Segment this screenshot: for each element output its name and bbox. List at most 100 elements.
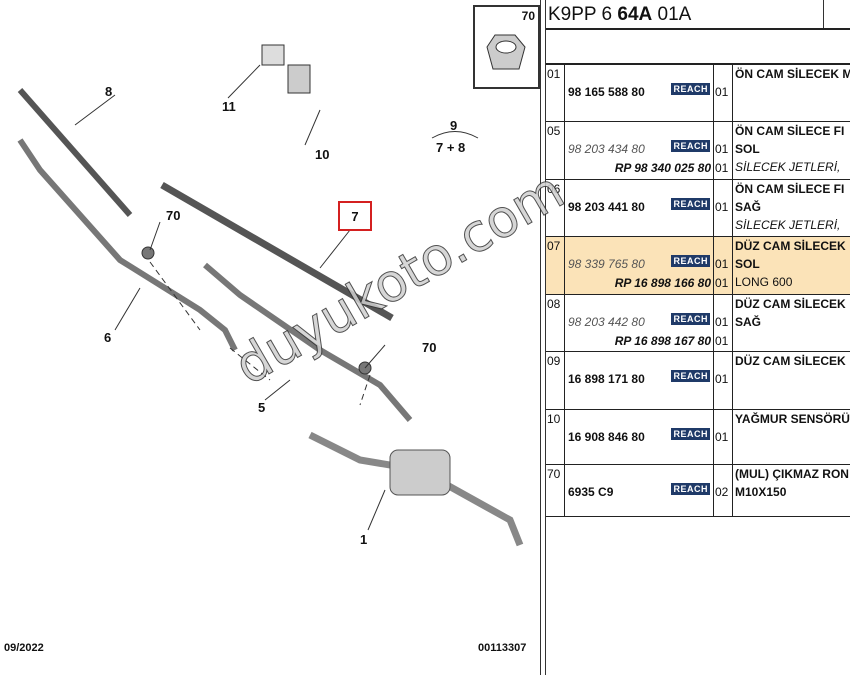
nut-thumbnail: 70 bbox=[473, 5, 540, 89]
description-line: SOL bbox=[735, 142, 760, 156]
part-number[interactable]: 98 203 434 80 bbox=[568, 142, 645, 156]
part-number-cell: 98 203 434 80 REACH RP 98 340 025 80 bbox=[565, 122, 714, 179]
part-number[interactable]: 6935 C9 bbox=[568, 485, 614, 499]
wiper-blade-7 bbox=[160, 181, 394, 322]
table-row[interactable]: 10 16 908 846 80 REACH 01 YAĞMUR SENSÖRÜ bbox=[546, 410, 850, 465]
callout-5: 5 bbox=[258, 400, 266, 415]
quantity-2: 01 bbox=[715, 276, 729, 290]
quantity: 02 bbox=[715, 485, 729, 499]
part-number-cell: 16 908 846 80 REACH bbox=[565, 410, 714, 464]
parts-diagram: 8 11 10 9 7 + 8 70 7 6 70 5 1 70 09/2022… bbox=[4, 5, 540, 654]
table-row[interactable]: 07 98 339 765 80 REACH RP 16 898 166 80 … bbox=[546, 237, 850, 295]
reach-badge: REACH bbox=[671, 83, 710, 95]
callout-6: 6 bbox=[104, 330, 112, 345]
code-bold: 64A bbox=[617, 4, 653, 25]
description-line: ÖN CAM SİLECE FI bbox=[735, 124, 845, 138]
item-index: 01 bbox=[546, 65, 565, 121]
part-number[interactable]: 98 165 588 80 bbox=[568, 85, 645, 99]
reach-badge: REACH bbox=[671, 483, 710, 495]
description-cell: ÖN CAM SİLECE FI SAĞ SİLECEK JETLERİ, bbox=[733, 180, 850, 236]
item-index: 05 bbox=[546, 122, 565, 179]
table-row[interactable]: 05 98 203 434 80 REACH RP 98 340 025 80 … bbox=[546, 122, 850, 180]
divider bbox=[540, 0, 546, 675]
callout-70-right: 70 bbox=[422, 340, 437, 355]
catalog-code: K9PP 6 64A 01A bbox=[546, 0, 850, 30]
quantity-2: 01 bbox=[715, 334, 729, 348]
callout-7-8: 7 + 8 bbox=[436, 140, 466, 155]
table-row[interactable]: 06 98 203 441 80 REACH 01 ÖN CAM SİLECE … bbox=[546, 180, 850, 237]
wiper-arm-5 bbox=[203, 262, 413, 422]
part-number[interactable]: 16 908 846 80 bbox=[568, 430, 645, 444]
wiper-arm-6 bbox=[17, 138, 238, 352]
code-part: 01A bbox=[652, 4, 692, 25]
description-cell: YAĞMUR SENSÖRÜ bbox=[733, 410, 850, 464]
callout-8: 8 bbox=[105, 84, 113, 99]
callout-10: 10 bbox=[315, 147, 330, 162]
wiper-motor bbox=[389, 449, 451, 496]
item-index: 06 bbox=[546, 180, 565, 236]
quantity-cell: 01 bbox=[714, 410, 733, 464]
callout-1: 1 bbox=[360, 532, 368, 547]
quantity-cell: 02 bbox=[714, 465, 733, 516]
quantity: 01 bbox=[715, 315, 729, 329]
description-line: YAĞMUR SENSÖRÜ bbox=[735, 412, 850, 426]
description-line: SAĞ bbox=[735, 315, 762, 329]
table-row[interactable]: 01 98 165 588 80 REACH 01 ÖN CAM SİLECEK… bbox=[546, 65, 850, 122]
quantity: 01 bbox=[715, 142, 729, 156]
table-row[interactable]: 08 98 203 442 80 REACH RP 16 898 167 80 … bbox=[546, 295, 850, 352]
rain-sensor-10 bbox=[287, 64, 311, 94]
thumbnail-label: 70 bbox=[521, 9, 535, 23]
callout-7-highlighted[interactable]: 7 bbox=[338, 201, 372, 231]
item-index: 70 bbox=[546, 465, 565, 516]
quantity: 01 bbox=[715, 85, 729, 99]
description-line: DÜZ CAM SİLECEK bbox=[735, 354, 846, 368]
quantity: 01 bbox=[715, 372, 729, 386]
table-row[interactable]: 09 16 898 171 80 REACH 01 DÜZ CAM SİLECE… bbox=[546, 352, 850, 410]
callout-9: 9 bbox=[450, 118, 458, 133]
description-line: SAĞ bbox=[735, 200, 762, 214]
item-index: 10 bbox=[546, 410, 565, 464]
replacement-part-number[interactable]: RP 98 340 025 80 bbox=[614, 161, 711, 175]
leader-lines bbox=[74, 64, 386, 531]
callout-70-left: 70 bbox=[166, 208, 181, 223]
reach-badge: REACH bbox=[671, 313, 710, 325]
part-number-cell: 6935 C9 REACH bbox=[565, 465, 714, 516]
quantity: 01 bbox=[715, 200, 729, 214]
part-number-cell: 98 339 765 80 REACH RP 16 898 166 80 bbox=[565, 237, 714, 294]
quantity: 01 bbox=[715, 257, 729, 271]
item-index: 08 bbox=[546, 295, 565, 351]
part-number[interactable]: 98 203 441 80 bbox=[568, 200, 645, 214]
part-number[interactable]: 98 203 442 80 bbox=[568, 315, 645, 329]
part-number-cell: 98 203 441 80 REACH bbox=[565, 180, 714, 236]
item-index: 09 bbox=[546, 352, 565, 409]
part-11 bbox=[261, 44, 285, 66]
part-number-cell: 98 165 588 80 REACH bbox=[565, 65, 714, 121]
header-separator bbox=[823, 0, 824, 28]
reference-number: 00113307 bbox=[478, 642, 527, 654]
description-line: (MUL) ÇIKMAZ RON bbox=[735, 467, 849, 481]
code-part: K9PP 6 bbox=[548, 4, 618, 25]
description-line: SİLECEK JETLERİ, bbox=[735, 218, 841, 232]
description-cell: ÖN CAM SİLECEK M bbox=[733, 65, 850, 121]
description-line: SOL bbox=[735, 257, 760, 271]
quantity-cell: 01 bbox=[714, 65, 733, 121]
description-line: ÖN CAM SİLECE FI bbox=[735, 182, 845, 196]
brace-9 bbox=[431, 131, 479, 139]
quantity-cell: 01 bbox=[714, 180, 733, 236]
replacement-part-number[interactable]: RP 16 898 166 80 bbox=[614, 276, 711, 290]
reach-badge: REACH bbox=[671, 255, 710, 267]
callout-7-label: 7 bbox=[351, 208, 359, 224]
description-cell: DÜZ CAM SİLECEK bbox=[733, 352, 850, 409]
description-line: SİLECEK JETLERİ, bbox=[735, 160, 841, 174]
part-number[interactable]: 98 339 765 80 bbox=[568, 257, 645, 271]
part-number[interactable]: 16 898 171 80 bbox=[568, 372, 645, 386]
rows-container: 01 98 165 588 80 REACH 01 ÖN CAM SİLECEK… bbox=[546, 65, 850, 517]
wiper-blade-8 bbox=[17, 88, 133, 217]
replacement-part-number[interactable]: RP 16 898 167 80 bbox=[614, 334, 711, 348]
part-number-cell: 98 203 442 80 REACH RP 16 898 167 80 bbox=[565, 295, 714, 351]
nut-70-left bbox=[141, 246, 155, 260]
